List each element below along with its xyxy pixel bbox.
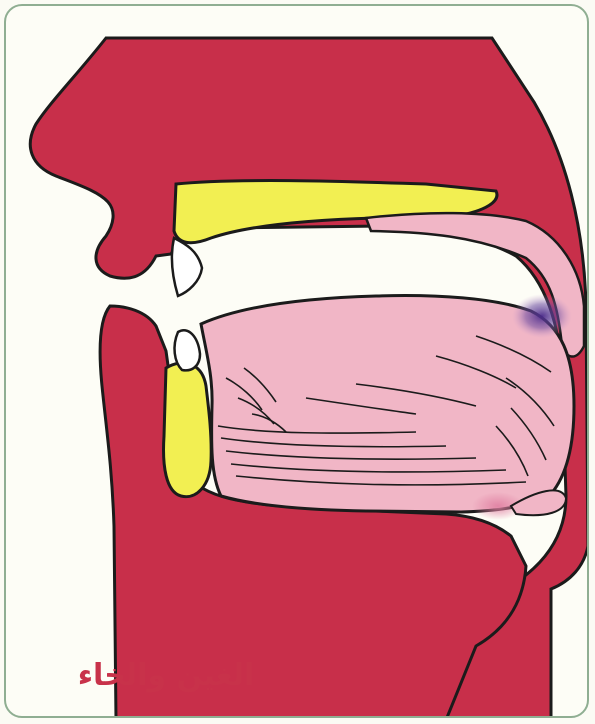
diagram-caption: الغين والخاء [46,658,286,693]
vocal-tract-diagram [6,6,589,718]
card-frame: الغين والخاء [4,4,589,718]
mandible-bone [164,363,212,497]
articulation-point-highlight [512,294,572,338]
upper-incisor [172,238,202,296]
lower-incisor [175,330,200,370]
